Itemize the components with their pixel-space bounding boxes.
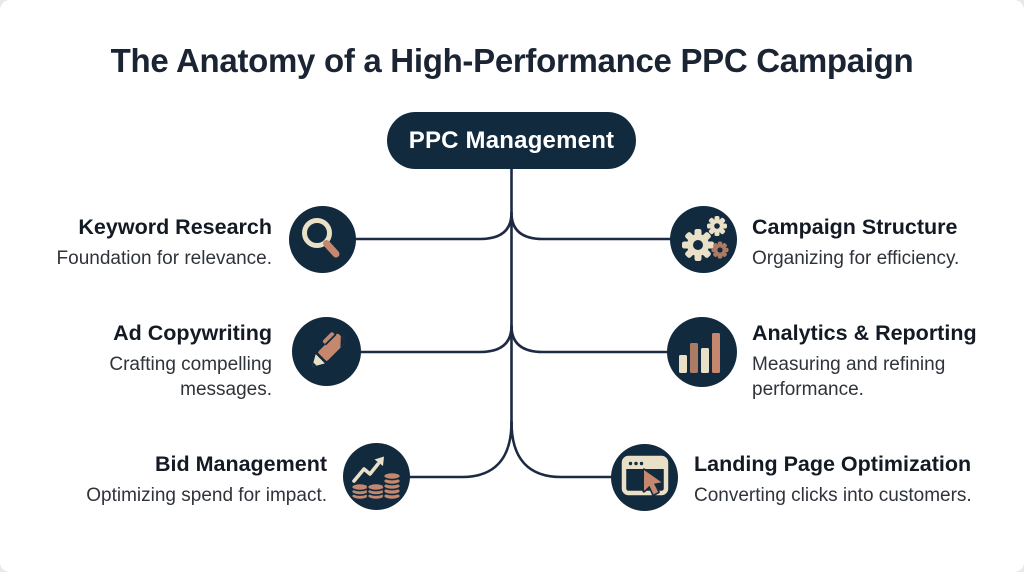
node-title: Keyword Research: [78, 215, 272, 239]
connector-row2-left: [344, 324, 513, 354]
magnifying-glass-icon: [289, 206, 356, 273]
connector-row2-right: [510, 324, 680, 354]
connector-row1-left: [344, 211, 513, 241]
connector-row3-right: [510, 420, 627, 479]
pen-icon: [292, 317, 361, 386]
connector-row1-right: [510, 211, 680, 241]
node-bid-management: Bid Management Optimizing spend for impa…: [17, 451, 327, 508]
node-subtitle: Foundation for relevance.: [56, 248, 272, 270]
page-title: The Anatomy of a High-Performance PPC Ca…: [110, 42, 914, 79]
ppc-management-node: PPC Management: [387, 112, 636, 169]
node-ad-copywriting: Ad Copywriting Crafting compelling messa…: [57, 320, 272, 402]
node-keyword-research: Keyword Research Foundation for relevanc…: [2, 214, 272, 271]
node-subtitle: Crafting compelling messages.: [109, 354, 272, 401]
node-subtitle: Converting clicks into customers.: [694, 485, 972, 507]
bar-chart-icon: [667, 317, 737, 387]
node-subtitle: Organizing for efficiency.: [752, 248, 960, 270]
node-analytics-reporting: Analytics & Reporting Measuring and refi…: [752, 320, 992, 402]
coins-growth-icon: [343, 443, 410, 510]
gears-icon: [670, 206, 737, 273]
node-subtitle: Measuring and refining performance.: [752, 354, 946, 401]
browser-cursor-icon: [611, 444, 678, 511]
node-title: Analytics & Reporting: [752, 321, 977, 345]
node-title: Landing Page Optimization: [694, 452, 972, 476]
node-campaign-structure: Campaign Structure Organizing for effici…: [752, 214, 1022, 271]
node-subtitle: Optimizing spend for impact.: [86, 485, 327, 507]
node-landing-page-optimization: Landing Page Optimization Converting cli…: [694, 451, 1014, 508]
connector-row3-left: [396, 420, 513, 479]
node-title: Bid Management: [154, 452, 327, 476]
node-title: Ad Copywriting: [113, 321, 272, 345]
node-title: Campaign Structure: [752, 215, 958, 239]
